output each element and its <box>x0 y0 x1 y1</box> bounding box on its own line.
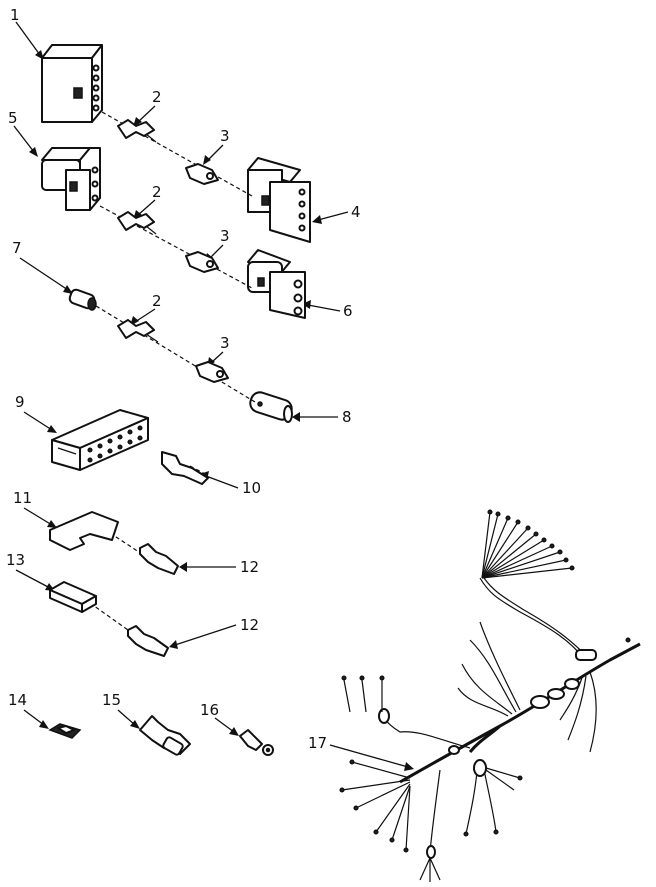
callout-2-upper: 2 <box>152 88 162 106</box>
terminal-part-2-upper <box>117 119 157 143</box>
alignment-lines <box>89 111 256 636</box>
connector-housing-part-5 <box>41 147 101 211</box>
callout-4: 4 <box>351 203 361 221</box>
sleeve-part-8 <box>249 391 293 423</box>
terminal-part-12-upper <box>139 543 179 575</box>
callout-11: 11 <box>13 489 32 507</box>
terminal-part-3-middle <box>185 251 219 273</box>
multi-pin-housing-part-9 <box>51 409 149 471</box>
callout-6: 6 <box>343 302 353 320</box>
clip-part-14 <box>48 723 82 739</box>
callout-14: 14 <box>8 691 27 709</box>
callout-7: 7 <box>12 239 22 257</box>
callout-16: 16 <box>200 701 219 719</box>
callout-13: 13 <box>6 551 25 569</box>
callout-3-upper: 3 <box>220 127 230 145</box>
callout-2-lower: 2 <box>152 292 162 310</box>
callout-17: 17 <box>308 734 327 752</box>
callout-5: 5 <box>8 109 18 127</box>
wire-harness-part-17 <box>339 509 641 882</box>
terminal-part-15 <box>139 715 191 756</box>
callout-9: 9 <box>15 393 25 411</box>
callout-15: 15 <box>102 691 121 709</box>
terminal-part-16 <box>239 729 274 756</box>
connector-part-7 <box>68 288 97 311</box>
insulator-part-11 <box>49 511 119 551</box>
connector-housing-part-1 <box>41 44 103 123</box>
callout-12-upper: 12 <box>240 558 259 576</box>
leader-lines <box>13 21 414 771</box>
terminal-part-10 <box>161 451 209 485</box>
terminal-part-2-lower <box>117 319 159 343</box>
terminal-part-12-lower <box>127 625 169 657</box>
callout-8: 8 <box>342 408 352 426</box>
callout-2-middle: 2 <box>152 183 162 201</box>
callout-12-lower: 12 <box>240 616 259 634</box>
insulator-part-13 <box>49 581 97 613</box>
connector-housing-part-4 <box>247 157 311 243</box>
terminal-part-3-upper <box>185 163 219 185</box>
terminal-part-3-lower <box>195 361 229 383</box>
callout-3-lower: 3 <box>220 334 230 352</box>
callout-3-middle: 3 <box>220 227 230 245</box>
callout-1: 1 <box>10 6 20 24</box>
terminal-part-2-middle <box>117 211 157 235</box>
connector-housing-part-6 <box>247 249 306 319</box>
callout-10: 10 <box>242 479 261 497</box>
